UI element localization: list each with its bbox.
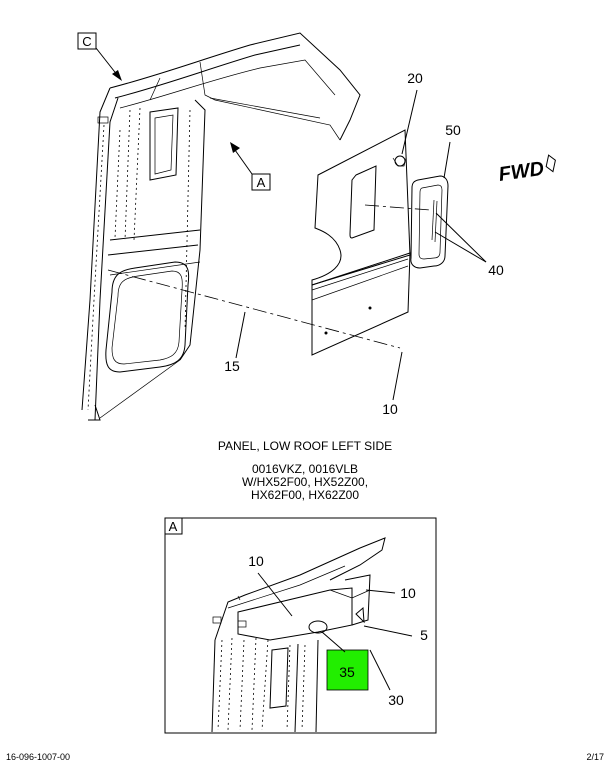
callouts-c15-label: 15 bbox=[224, 358, 240, 374]
view-labels-a-label: A bbox=[257, 175, 266, 190]
view-label-c: C bbox=[77, 32, 122, 81]
detail-a-box: A bbox=[164, 517, 437, 734]
callouts-c30-label: 30 bbox=[388, 692, 404, 708]
window-seal bbox=[410, 175, 449, 269]
callouts-c10-label: 10 bbox=[382, 401, 398, 417]
view-labels-c-label: C bbox=[82, 34, 91, 49]
forward-label-label: FWD bbox=[497, 158, 545, 186]
forward-indicator: FWD bbox=[497, 154, 556, 186]
side-panel bbox=[311, 129, 411, 356]
caption-line-2: W/HX52F00, HX52Z00, bbox=[241, 475, 369, 489]
view-labels-detail-a-label: A bbox=[169, 519, 178, 534]
callouts-c20-label: 20 bbox=[407, 70, 423, 86]
callouts-c10b-label: 10 bbox=[248, 553, 264, 569]
cab-frame bbox=[81, 32, 361, 421]
callouts-c50-label: 50 bbox=[445, 122, 461, 138]
callouts-c10c-label: 10 bbox=[400, 585, 416, 601]
footer-page-ref: 2/17 bbox=[586, 752, 604, 761]
highlight-callout-35[interactable] bbox=[326, 649, 369, 691]
caption-title: PANEL, LOW ROOF LEFT SIDE bbox=[217, 439, 393, 453]
alignment-lines bbox=[107, 204, 431, 349]
upper-callouts: 20 50 40 15 10 bbox=[224, 70, 504, 417]
caption-line-3: HX62F00, HX62Z00 bbox=[250, 488, 360, 502]
callout-35-label: 35 bbox=[339, 664, 355, 680]
callouts-c5-label: 5 bbox=[420, 627, 428, 643]
callouts-c40-label: 40 bbox=[488, 262, 504, 278]
caption-line-1: 0016VKZ, 0016VLB bbox=[251, 462, 359, 476]
footer-drawing-number: 16-096-1007-00 bbox=[6, 752, 71, 761]
view-label-a: A bbox=[230, 142, 271, 191]
